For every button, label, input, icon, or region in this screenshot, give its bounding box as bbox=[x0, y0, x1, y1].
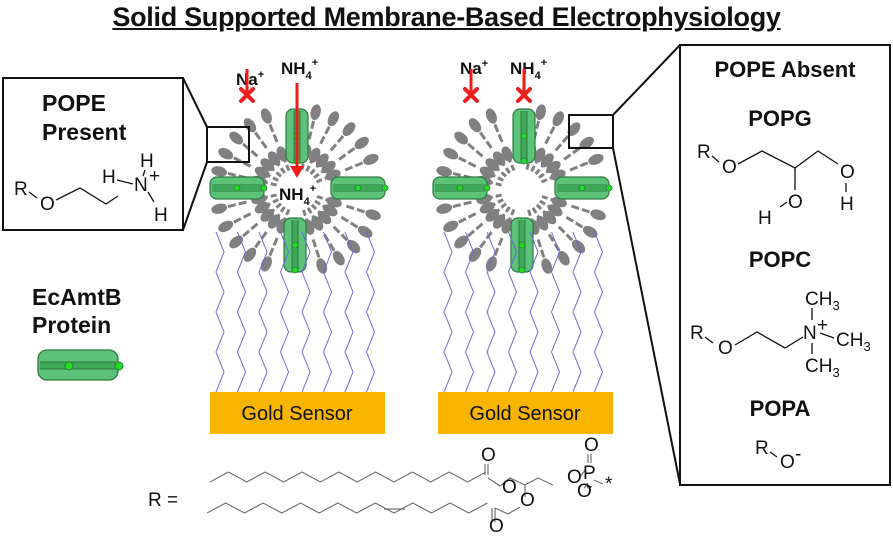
svg-text:O: O bbox=[502, 477, 517, 498]
r-group-label: R = bbox=[148, 490, 178, 511]
lipid-outer bbox=[433, 195, 475, 217]
svg-text:N: N bbox=[803, 323, 817, 344]
lipid-outer bbox=[553, 221, 590, 258]
pope-present-panel bbox=[2, 77, 184, 231]
ion-nh4-left: NH4+ bbox=[281, 57, 318, 82]
lipid-outer bbox=[257, 234, 284, 275]
popa-structure: R O - bbox=[755, 438, 801, 473]
protein-legend-icon bbox=[37, 349, 124, 381]
svg-text:O: O bbox=[788, 192, 803, 213]
legend-title-2: Protein bbox=[32, 312, 111, 338]
svg-text:O: O bbox=[40, 194, 55, 215]
lipid-outer bbox=[306, 236, 331, 277]
gold-sensor-left-label: Gold Sensor bbox=[241, 403, 353, 425]
lipid-outer bbox=[566, 150, 607, 177]
ion-na-right: Na+ bbox=[460, 58, 488, 78]
svg-text:R: R bbox=[697, 142, 711, 163]
gold-sensor-left bbox=[210, 392, 385, 434]
svg-text:*: * bbox=[605, 474, 613, 495]
lipid-outer bbox=[257, 105, 284, 146]
tether-chain bbox=[258, 231, 268, 393]
svg-text:CH3: CH3 bbox=[805, 289, 840, 313]
pope-structure: R O N + H H H bbox=[14, 151, 168, 226]
lipid-outer bbox=[328, 221, 365, 258]
svg-text:CH3: CH3 bbox=[836, 330, 871, 354]
svg-text:H: H bbox=[758, 208, 772, 229]
popc-structure: R O N + CH3 CH3 CH3 bbox=[690, 289, 871, 380]
svg-text:R: R bbox=[14, 179, 28, 200]
protein-left-bottom bbox=[283, 217, 307, 274]
lipid-outer bbox=[482, 234, 509, 275]
protein-right-right bbox=[554, 176, 613, 200]
svg-text:O: O bbox=[584, 435, 599, 456]
gold-sensor-right-label: Gold Sensor bbox=[469, 403, 581, 425]
svg-text:H: H bbox=[154, 205, 168, 226]
svg-text:+: + bbox=[817, 315, 828, 336]
svg-text:O: O bbox=[718, 338, 733, 359]
pope-present-heading-1: POPE bbox=[42, 90, 106, 116]
svg-text:O: O bbox=[489, 516, 504, 537]
protein-right-left bbox=[432, 176, 491, 200]
gold-sensor-right bbox=[438, 392, 613, 434]
svg-text:O: O bbox=[577, 481, 592, 502]
tether-chain bbox=[344, 231, 354, 393]
popc-title: POPC bbox=[749, 247, 811, 272]
tether-chain bbox=[366, 231, 375, 393]
lipid-outer bbox=[343, 199, 384, 224]
tether-chain bbox=[551, 231, 560, 393]
svg-text:O: O bbox=[780, 452, 795, 473]
zoom-box-right bbox=[568, 114, 614, 149]
svg-text:CH3: CH3 bbox=[805, 356, 840, 380]
svg-text:O: O bbox=[481, 445, 496, 466]
svg-text:R: R bbox=[755, 438, 769, 459]
protein-right-top bbox=[512, 108, 536, 165]
svg-text:H: H bbox=[140, 151, 154, 172]
lipid-outer bbox=[341, 150, 382, 177]
svg-text:O: O bbox=[840, 162, 855, 183]
svg-text:+: + bbox=[149, 166, 160, 187]
tether-chain bbox=[486, 231, 496, 393]
zoom-box-left bbox=[206, 126, 250, 163]
tether-chain bbox=[572, 231, 582, 393]
r-group-atoms: O O O O O O P O - * bbox=[481, 435, 613, 537]
pope-absent-panel bbox=[679, 44, 891, 486]
lipid-outer bbox=[208, 195, 250, 217]
ion-nh4-inside: NH4+ bbox=[279, 183, 316, 208]
svg-text:-: - bbox=[795, 444, 801, 465]
svg-text:P: P bbox=[583, 463, 596, 484]
svg-text:O: O bbox=[520, 490, 535, 511]
protein-left-left bbox=[209, 176, 268, 200]
svg-text:N: N bbox=[134, 175, 148, 196]
tether-chain bbox=[594, 231, 603, 393]
figure-title: Solid Supported Membrane-Based Electroph… bbox=[112, 2, 781, 32]
r-group-structure bbox=[206, 454, 604, 522]
lipid-outer bbox=[482, 105, 509, 146]
svg-text:R: R bbox=[690, 323, 704, 344]
ion-na-left: Na+ bbox=[236, 69, 264, 89]
lipid-outer bbox=[568, 199, 609, 224]
svg-text:O: O bbox=[722, 157, 737, 178]
popg-title: POPG bbox=[748, 106, 812, 131]
svg-text:-: - bbox=[586, 476, 592, 497]
pope-present-heading-2: Present bbox=[42, 119, 127, 145]
legend-title-1: EcAmtB bbox=[32, 284, 121, 310]
tether-chain bbox=[215, 231, 225, 393]
tether-chain bbox=[237, 231, 246, 393]
pope-absent-heading: POPE Absent bbox=[715, 57, 857, 82]
ion-nh4-right: NH4+ bbox=[510, 57, 547, 82]
svg-text:H: H bbox=[840, 194, 854, 215]
popa-title: POPA bbox=[750, 396, 811, 421]
arrow-head-icon bbox=[290, 166, 304, 178]
svg-text:O: O bbox=[567, 467, 582, 488]
protein-left-right bbox=[330, 176, 389, 200]
popg-structure: R O O H O H bbox=[697, 142, 855, 229]
svg-text:H: H bbox=[102, 167, 116, 188]
tether-chain bbox=[323, 231, 332, 393]
tether-chain bbox=[443, 231, 453, 393]
